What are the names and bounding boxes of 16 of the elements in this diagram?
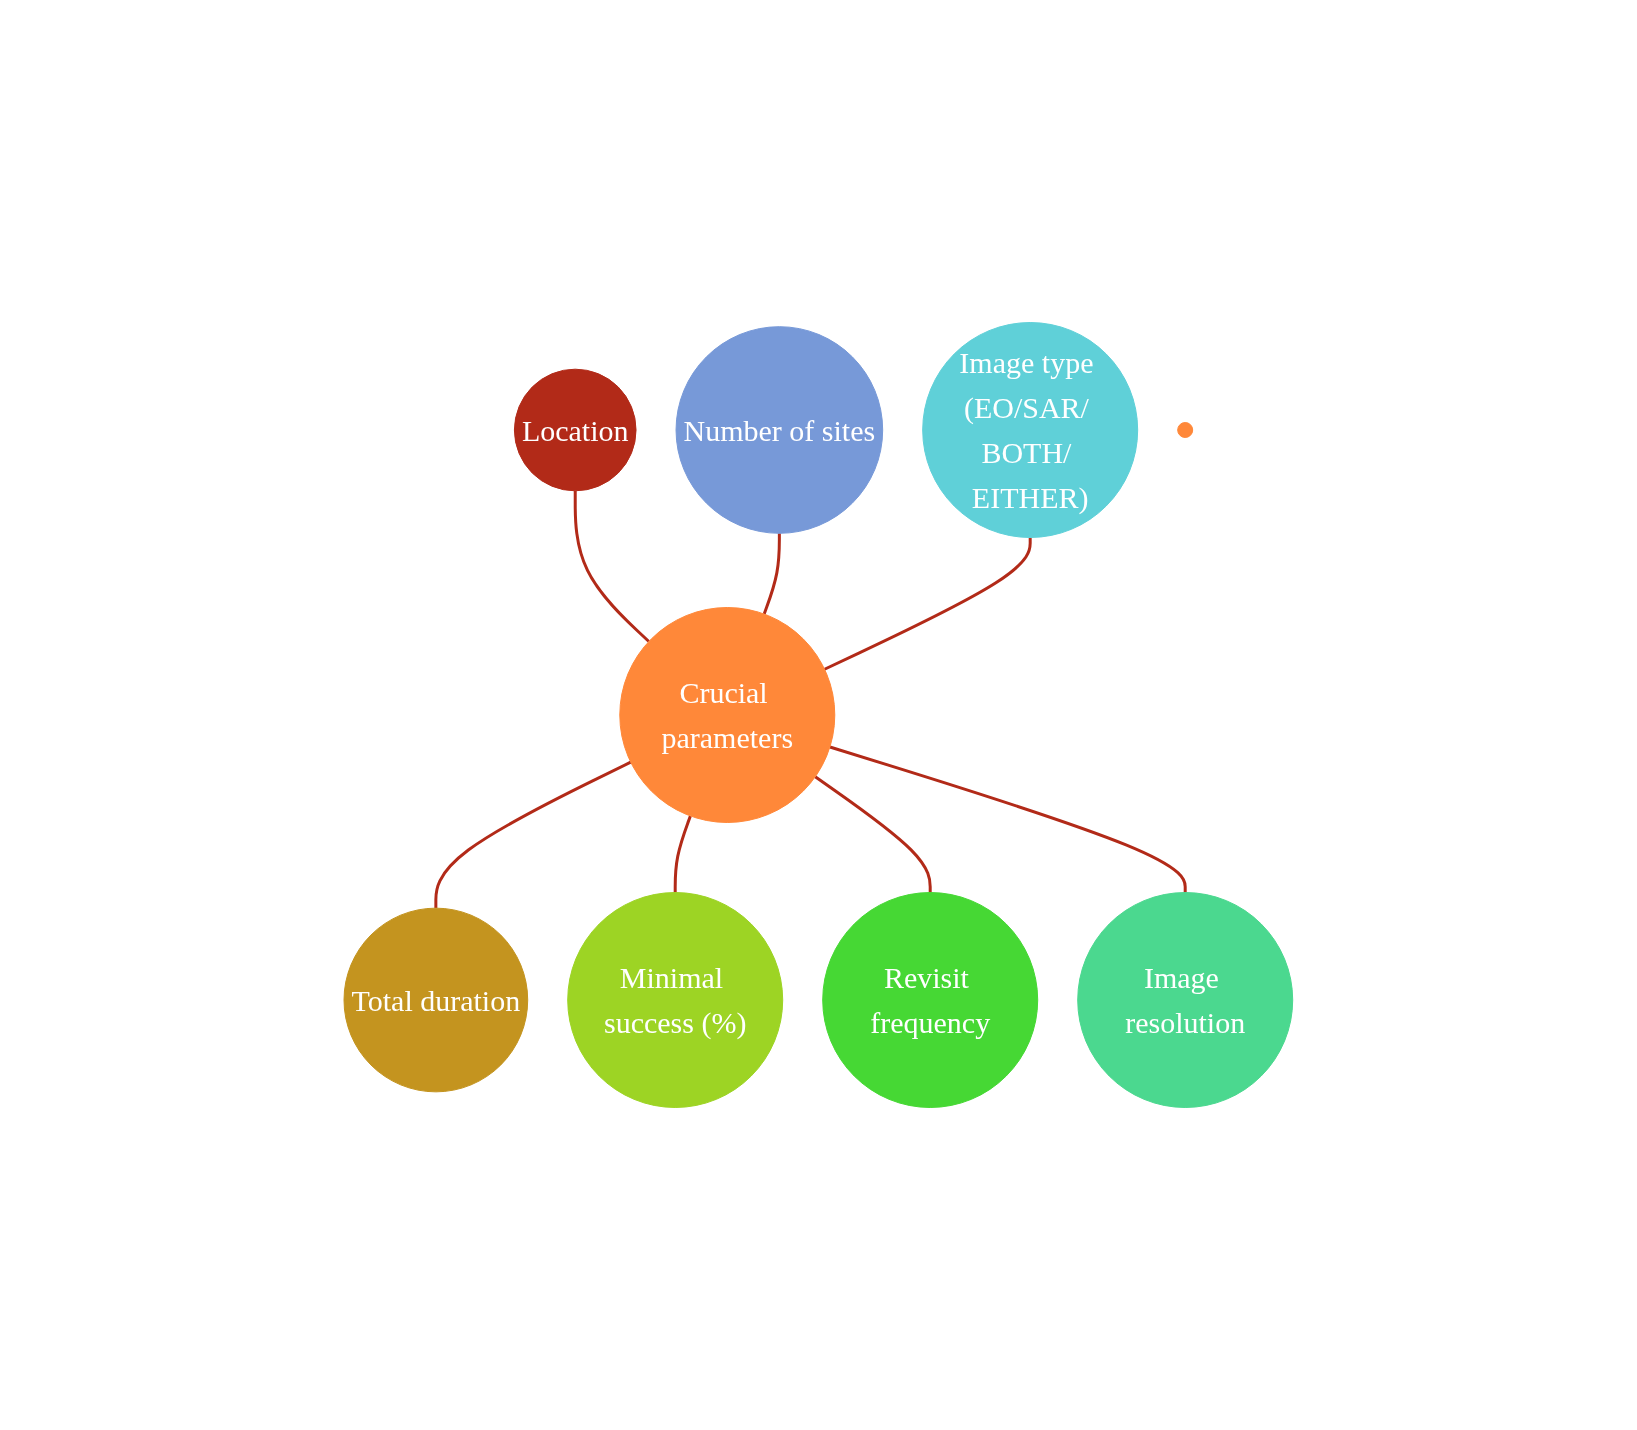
node-circle: Number of sites (675, 326, 884, 534)
connector (824, 537, 1032, 671)
connector (814, 775, 932, 893)
node-circle: Image type (EO/SAR/ BOTH/ EITHER) (922, 322, 1139, 538)
connector (829, 745, 1187, 893)
node-circle: Minimal success (%) (567, 892, 784, 1108)
node-circle: Revisit frequency (822, 892, 1039, 1108)
connector (762, 533, 781, 615)
connector (673, 815, 692, 893)
node-circle: Image resolution (1077, 892, 1294, 1108)
connector (434, 760, 632, 909)
node-circle: Total duration (343, 907, 529, 1093)
node-circle: Crucial parameters (619, 607, 836, 823)
node-circle: Location (514, 368, 637, 492)
connector (573, 490, 650, 643)
node-circle (1177, 422, 1194, 438)
